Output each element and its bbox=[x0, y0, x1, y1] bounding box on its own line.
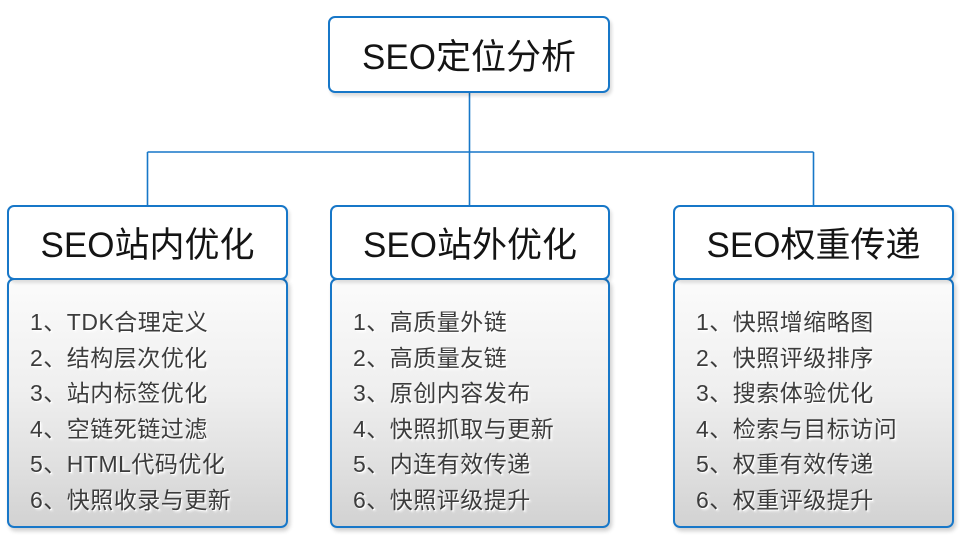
list-item: 5、权重有效传递 bbox=[696, 451, 874, 478]
root-node: SEO定位分析 bbox=[328, 16, 610, 93]
branch-list-offsite: 1、高质量外链 2、高质量友链 3、原创内容发布 4、快照抓取与更新 5、内连有… bbox=[330, 278, 610, 528]
branch-header-onsite: SEO站内优化 bbox=[7, 205, 288, 280]
branch-column-weight: SEO权重传递 1、快照增缩略图 2、快照评级排序 3、搜索体验优化 4、检索与… bbox=[673, 205, 954, 528]
branch-list-onsite: 1、TDK合理定义 2、结构层次优化 3、站内标签优化 4、空链死链过滤 5、H… bbox=[7, 278, 288, 528]
list-item: 4、检索与目标访问 bbox=[696, 415, 898, 442]
list-item: 1、快照增缩略图 bbox=[696, 309, 874, 335]
list-item: 2、快照评级排序 bbox=[696, 344, 874, 371]
branch-title: SEO站外优化 bbox=[363, 226, 577, 265]
branch-column-onsite: SEO站内优化 1、TDK合理定义 2、结构层次优化 3、站内标签优化 4、空链… bbox=[7, 205, 288, 528]
branch-column-offsite: SEO站外优化 1、高质量外链 2、高质量友链 3、原创内容发布 4、快照抓取与… bbox=[330, 205, 610, 528]
branch-title: SEO站内优化 bbox=[40, 226, 255, 265]
root-node-title: SEO定位分析 bbox=[362, 38, 576, 77]
list-item: 6、权重评级提升 bbox=[696, 486, 874, 513]
branch-list-weight: 1、快照增缩略图 2、快照评级排序 3、搜索体验优化 4、检索与目标访问 5、权… bbox=[673, 278, 954, 528]
branch-title: SEO权重传递 bbox=[706, 226, 921, 265]
list-item: 6、快照收录与更新 bbox=[30, 486, 232, 513]
list-item: 3、原创内容发布 bbox=[353, 380, 531, 407]
list-item: 6、快照评级提升 bbox=[353, 486, 531, 513]
list-item: 4、空链死链过滤 bbox=[30, 415, 208, 442]
list-item: 3、站内标签优化 bbox=[30, 380, 208, 407]
list-item: 5、HTML代码优化 bbox=[30, 451, 226, 478]
list-item: 3、搜索体验优化 bbox=[696, 380, 874, 407]
branch-header-offsite: SEO站外优化 bbox=[330, 205, 610, 280]
list-item: 2、高质量友链 bbox=[353, 344, 508, 371]
branch-header-weight: SEO权重传递 bbox=[673, 205, 954, 280]
list-item: 1、高质量外链 bbox=[353, 309, 508, 335]
list-item: 5、内连有效传递 bbox=[353, 451, 531, 478]
list-item: 2、结构层次优化 bbox=[30, 344, 208, 371]
list-item: 1、TDK合理定义 bbox=[30, 309, 209, 335]
list-item: 4、快照抓取与更新 bbox=[353, 415, 555, 442]
